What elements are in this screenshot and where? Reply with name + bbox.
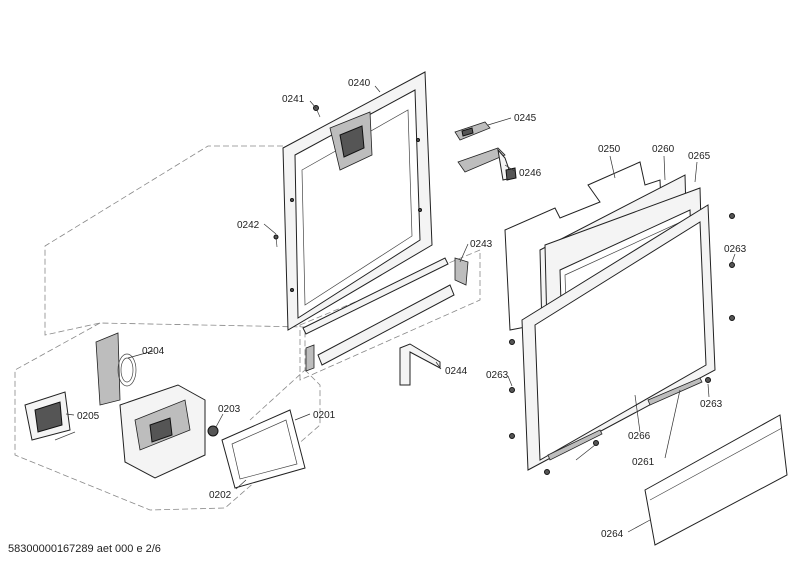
part-label-0204: 0204 — [142, 346, 165, 357]
part-label-0201: 0201 — [313, 410, 336, 421]
part-label-0260: 0260 — [652, 144, 675, 155]
bracket-0244-icon — [399, 343, 441, 386]
document-reference: 58300000167289 aet 000 e 2/6 — [8, 543, 161, 555]
part-label-0265: 0265 — [688, 151, 711, 162]
part-label-0266: 0266 — [628, 431, 651, 442]
inner-door-panel — [282, 71, 433, 331]
control-module-0201 — [119, 384, 206, 479]
hinge-0245-icon — [454, 121, 491, 141]
part-label-0245: 0245 — [514, 113, 537, 124]
part-labels: 0240 0241 0242 0243 0244 0245 0246 0250 … — [77, 78, 747, 540]
part-label-0203: 0203 — [218, 404, 241, 415]
hinge-0246-icon — [457, 147, 517, 181]
front-frame — [521, 204, 716, 471]
part-label-0263-left: 0263 — [486, 370, 509, 381]
knob-0203-icon — [207, 425, 219, 437]
part-label-0202: 0202 — [209, 490, 232, 501]
screw-0242-icon — [273, 234, 279, 248]
part-label-0241: 0241 — [282, 94, 305, 105]
door-rails — [302, 257, 469, 372]
part-label-0246: 0246 — [519, 168, 542, 179]
part-label-0243: 0243 — [470, 239, 493, 250]
part-label-0263-bottom: 0263 — [700, 399, 723, 410]
gasket-0202 — [221, 409, 306, 489]
part-label-0250: 0250 — [598, 144, 621, 155]
part-label-0263-right: 0263 — [724, 244, 747, 255]
part-label-0244: 0244 — [445, 366, 468, 377]
part-label-0205: 0205 — [77, 411, 100, 422]
part-label-0261: 0261 — [632, 457, 655, 468]
part-label-0264: 0264 — [601, 529, 624, 540]
part-label-0240: 0240 — [348, 78, 371, 89]
latch-0204-icon — [95, 332, 137, 406]
leader-lines — [65, 85, 736, 533]
part-label-0242: 0242 — [237, 220, 260, 231]
cover-plate-0205-icon — [24, 391, 76, 441]
kick-plate-0264 — [644, 414, 788, 546]
screws-0263-icon — [509, 213, 735, 475]
screw-0241-icon — [313, 105, 321, 118]
